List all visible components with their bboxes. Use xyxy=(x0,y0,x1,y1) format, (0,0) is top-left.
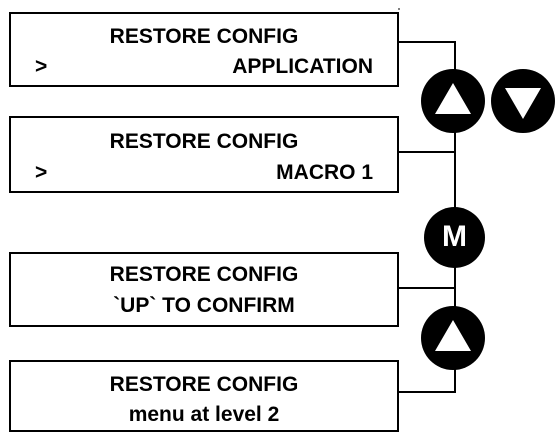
screen-message: menu at level 2 xyxy=(128,403,280,426)
up-arrow-button[interactable] xyxy=(421,306,485,370)
screen-title: RESTORE CONFIG xyxy=(109,130,299,153)
down-arrow-icon xyxy=(505,88,541,119)
cursor-indicator: > xyxy=(35,55,48,78)
cursor-indicator: > xyxy=(35,161,48,184)
menu-button[interactable]: M xyxy=(424,207,485,268)
screen-title: RESTORE CONFIG xyxy=(109,263,299,286)
up-arrow-button[interactable] xyxy=(421,69,485,133)
screen-message: `UP` TO CONFIRM xyxy=(113,294,295,317)
screen-title: RESTORE CONFIG xyxy=(109,373,299,396)
display-screen-confirm: RESTORE CONFIG `UP` TO CONFIRM xyxy=(9,252,399,327)
display-screen-macro: RESTORE CONFIG > MACRO 1 xyxy=(9,116,399,193)
screen-title: RESTORE CONFIG xyxy=(109,25,299,48)
up-arrow-icon xyxy=(435,83,471,114)
screen-value: APPLICATION xyxy=(232,55,373,78)
screen-value: MACRO 1 xyxy=(276,161,373,184)
display-screen-application: RESTORE CONFIG > APPLICATION xyxy=(9,12,399,87)
menu-key-label: M xyxy=(442,220,467,253)
display-screen-menu-level: RESTORE CONFIG menu at level 2 xyxy=(9,360,399,432)
up-arrow-icon xyxy=(435,320,471,351)
down-arrow-button[interactable] xyxy=(491,69,555,133)
